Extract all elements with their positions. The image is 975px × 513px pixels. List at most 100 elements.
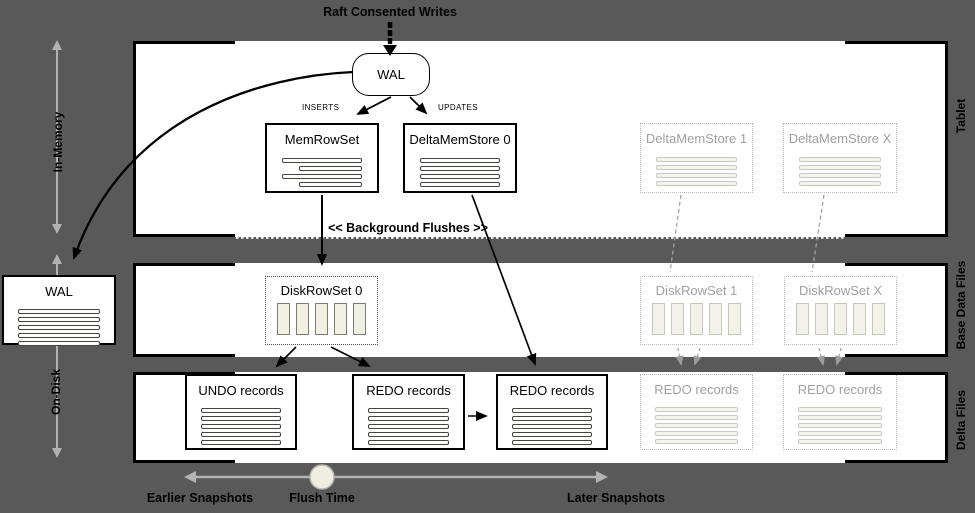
data-line <box>299 166 362 171</box>
column-file <box>296 303 309 335</box>
box-delta-mem-store-x: DeltaMemStore X <box>783 123 897 193</box>
column-files <box>266 303 377 335</box>
data-line <box>201 416 281 421</box>
data-line <box>420 182 500 187</box>
flush-time-marker <box>309 464 335 490</box>
timeline-arrow-right-icon <box>596 471 608 483</box>
label-earlier-snapshots: Earlier Snapshots <box>146 491 254 505</box>
wal-node: WAL <box>352 53 430 96</box>
column-file <box>728 303 741 335</box>
data-line <box>368 424 449 429</box>
box-delta-mem-store-0: DeltaMemStore 0 <box>403 123 517 193</box>
label-base-data-files: Base Data Files <box>954 260 968 350</box>
data-line <box>656 181 737 186</box>
data-line <box>512 408 592 413</box>
data-line <box>201 408 281 413</box>
box-title: DiskRowSet X <box>798 283 883 298</box>
on-disk-arrow-up-icon <box>52 254 62 264</box>
data-line <box>368 408 449 413</box>
column-file <box>796 303 809 335</box>
data-line <box>18 325 100 330</box>
data-line <box>512 416 592 421</box>
box-title: DiskRowSet 1 <box>655 283 738 298</box>
data-line <box>655 439 738 444</box>
data-line <box>368 432 449 437</box>
column-file <box>652 303 665 335</box>
box-title: DiskRowSet 0 <box>280 283 363 298</box>
box-disk-row-set-1: DiskRowSet 1 <box>640 276 753 345</box>
data-line <box>799 181 881 186</box>
data-line <box>201 432 281 437</box>
column-file <box>815 303 828 335</box>
data-lines <box>405 158 515 187</box>
data-lines <box>498 408 606 445</box>
column-file <box>872 303 885 335</box>
column-file <box>334 303 347 335</box>
data-line <box>799 165 881 170</box>
data-line <box>512 424 592 429</box>
column-file <box>353 303 366 335</box>
label-tablet: Tablet <box>954 98 968 134</box>
label-on-disk: On-Disk <box>49 368 63 416</box>
updates-edge-label: UPDATES <box>438 103 478 112</box>
data-line <box>18 309 100 314</box>
column-file <box>277 303 290 335</box>
box-title: UNDO records <box>198 383 284 398</box>
box-title: DeltaMemStore X <box>788 131 892 146</box>
data-lines <box>641 157 752 186</box>
data-line <box>655 407 738 412</box>
label-flush-time: Flush Time <box>289 491 355 505</box>
column-files <box>641 303 752 335</box>
data-line <box>368 416 449 421</box>
data-line <box>201 424 281 429</box>
data-line <box>798 415 882 420</box>
column-file <box>671 303 684 335</box>
data-line <box>282 158 362 163</box>
data-line <box>282 174 362 179</box>
box-redo-records-4: REDO records <box>783 374 897 450</box>
data-line <box>420 166 500 171</box>
data-line <box>798 407 882 412</box>
column-file <box>690 303 703 335</box>
box-redo-records-1: REDO records <box>352 374 465 450</box>
data-line <box>420 158 500 163</box>
data-line <box>798 423 882 428</box>
data-lines <box>4 309 114 346</box>
data-line <box>798 431 882 436</box>
data-line <box>512 432 592 437</box>
data-line <box>18 333 100 338</box>
data-line <box>655 415 738 420</box>
data-line <box>799 157 881 162</box>
box-redo-records-3: REDO records <box>640 374 753 450</box>
wal-node-label: WAL <box>377 67 405 82</box>
on-disk-arrow-down-icon <box>52 448 62 458</box>
box-title: REDO records <box>509 383 595 398</box>
label-later-snapshots: Later Snapshots <box>567 491 665 505</box>
data-lines <box>784 157 896 186</box>
box-disk-row-set-0: DiskRowSet 0 <box>265 276 378 345</box>
data-line <box>201 440 281 445</box>
column-file <box>853 303 866 335</box>
box-title: REDO records <box>366 383 451 398</box>
box-undo-records: UNDO records <box>185 374 297 450</box>
in-memory-arrow-down-icon <box>52 224 62 234</box>
box-title: WAL <box>45 284 73 299</box>
data-line <box>420 174 500 179</box>
data-line <box>656 157 737 162</box>
data-line <box>18 317 100 322</box>
box-title: REDO records <box>654 382 739 397</box>
data-line <box>368 440 449 445</box>
column-files <box>785 303 896 335</box>
timeline-arrow-left-icon <box>184 471 196 483</box>
data-line <box>18 341 100 346</box>
data-line <box>798 439 882 444</box>
box-wal-on-disk: WAL <box>2 275 116 346</box>
in-memory-arrow-up-icon <box>52 40 62 50</box>
data-line <box>656 165 737 170</box>
data-lines <box>267 158 377 187</box>
column-file <box>834 303 847 335</box>
label-delta-files: Delta Files <box>954 389 968 451</box>
box-redo-records-2: REDO records <box>496 374 608 450</box>
column-file <box>709 303 722 335</box>
